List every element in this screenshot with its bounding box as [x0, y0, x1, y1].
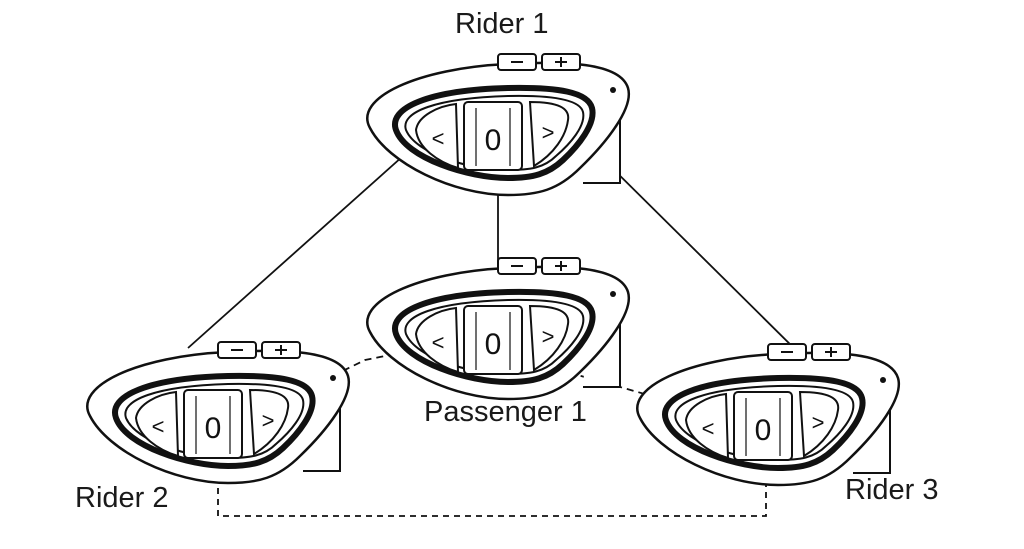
right-button-label: > [812, 410, 825, 435]
center-button-label: 0 [755, 414, 772, 447]
left-button-label: < [702, 416, 715, 441]
device-rider3: 0 < > [637, 344, 899, 485]
right-button-label: > [262, 408, 275, 433]
left-button-label: < [432, 126, 445, 151]
link-rider2-rider3 [217, 455, 767, 517]
link-rider1-rider3 [591, 147, 809, 363]
passenger-1-label: Passenger 1 [424, 396, 587, 428]
center-button-label: 0 [485, 328, 502, 361]
right-button-label: > [542, 120, 555, 145]
rider-3-label: Rider 3 [845, 474, 939, 506]
left-button-label: < [152, 414, 165, 439]
rider-1-label: Rider 1 [455, 8, 549, 40]
device-rider1: 0 < > [367, 54, 629, 195]
device-rider2: 0 < > [87, 342, 349, 483]
link-rider1-rider2 [187, 147, 413, 349]
left-button-label: < [432, 330, 445, 355]
right-button-label: > [542, 324, 555, 349]
device-passenger1: 0 < > [367, 258, 629, 399]
center-button-label: 0 [485, 124, 502, 157]
center-button-label: 0 [205, 412, 222, 445]
rider-2-label: Rider 2 [75, 482, 169, 514]
